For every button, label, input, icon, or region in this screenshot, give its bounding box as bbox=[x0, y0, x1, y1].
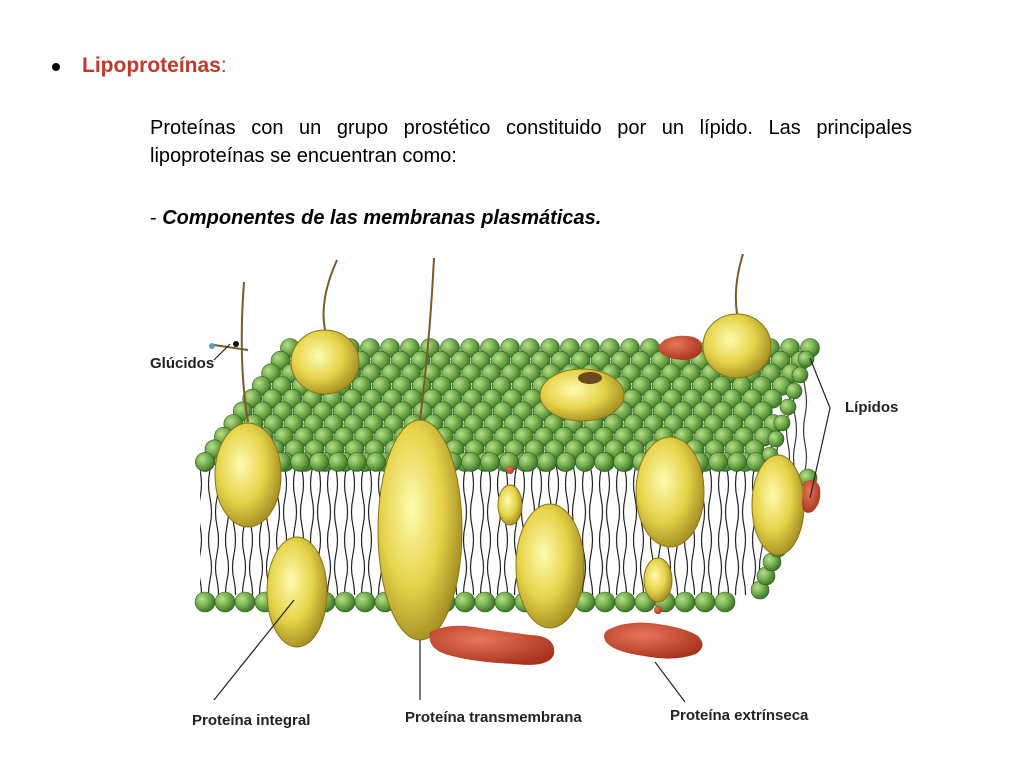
heading-text: Lipoproteínas bbox=[82, 54, 221, 77]
lipid-head bbox=[708, 452, 728, 472]
glycan-chains bbox=[213, 253, 744, 423]
sub-item-text: Componentes de las membranas plasmáticas… bbox=[162, 207, 602, 229]
lipid-head bbox=[594, 452, 614, 472]
protein-small bbox=[497, 466, 523, 526]
section-heading: Lipoproteínas: bbox=[82, 54, 227, 78]
lipid-head bbox=[773, 414, 791, 432]
lipid-head bbox=[354, 591, 376, 613]
protein-extrinsic-side bbox=[802, 480, 821, 513]
lipid-head bbox=[328, 452, 348, 472]
lipid-head bbox=[694, 591, 716, 613]
lipid-head bbox=[194, 591, 216, 613]
lipid-head bbox=[454, 591, 476, 613]
protein-right-small bbox=[643, 557, 673, 614]
lipid-head bbox=[214, 591, 236, 613]
lipid-head bbox=[674, 591, 696, 613]
label-glucidos: Glúcidos bbox=[150, 355, 214, 372]
lipid-head bbox=[480, 452, 500, 472]
lipid-head bbox=[797, 350, 815, 368]
label-lipidos: Lípidos bbox=[845, 399, 898, 416]
protein-side bbox=[751, 454, 805, 556]
lipid-head bbox=[779, 398, 797, 416]
lipid-head bbox=[785, 382, 803, 400]
definition-paragraph: Proteínas con un grupo prostético consti… bbox=[150, 117, 912, 167]
label-proteina-integral: Proteína integral bbox=[192, 712, 310, 729]
lipid-head bbox=[461, 452, 481, 472]
membrane-diagram: Glúcidos Lípidos Proteína integral Prote… bbox=[150, 253, 898, 729]
lipid-head bbox=[537, 452, 557, 472]
protein-extrinsic-top bbox=[658, 335, 703, 360]
protein-transmembrane bbox=[377, 419, 463, 641]
lipid-head bbox=[727, 452, 747, 472]
label-proteina-extrinseca: Proteína extrínseca bbox=[670, 707, 809, 724]
lipid-head bbox=[309, 452, 329, 472]
heading-colon: : bbox=[220, 54, 227, 77]
lipid-head bbox=[613, 452, 633, 472]
lipid-head bbox=[366, 452, 386, 472]
label-proteina-transmembrana: Proteína transmembrana bbox=[405, 709, 582, 726]
glycan-node bbox=[209, 343, 215, 349]
lipid-head bbox=[290, 452, 310, 472]
sub-item: - Componentes de las membranas plasmátic… bbox=[150, 207, 601, 230]
protein-left-upper bbox=[214, 422, 282, 528]
lipid-head bbox=[518, 452, 538, 472]
leader-lines bbox=[213, 343, 831, 703]
lipid-head bbox=[575, 452, 595, 472]
bullet-icon bbox=[44, 55, 68, 79]
lipid-head bbox=[614, 591, 636, 613]
protein-dome bbox=[539, 368, 625, 422]
lipid-head bbox=[556, 452, 576, 472]
lipid-head bbox=[334, 591, 356, 613]
protein-middle bbox=[515, 503, 585, 629]
protein-extrinsic-left bbox=[429, 625, 555, 665]
protein-right bbox=[635, 436, 705, 548]
lipid-head bbox=[791, 366, 809, 384]
lipid-head bbox=[234, 591, 256, 613]
lipid-head bbox=[195, 452, 215, 472]
lipid-head bbox=[714, 591, 736, 613]
protein-back-left bbox=[290, 329, 360, 395]
lipid-head bbox=[494, 591, 516, 613]
lipid-head bbox=[767, 430, 785, 448]
protein-extrinsic-right bbox=[604, 622, 703, 659]
lipid-head bbox=[347, 452, 367, 472]
glycan-node bbox=[233, 341, 239, 347]
protein-integral bbox=[266, 536, 328, 648]
sub-item-dash: - bbox=[150, 207, 163, 229]
lipid-head bbox=[474, 591, 496, 613]
protein-back-right bbox=[702, 313, 772, 379]
lipid-head bbox=[594, 591, 616, 613]
